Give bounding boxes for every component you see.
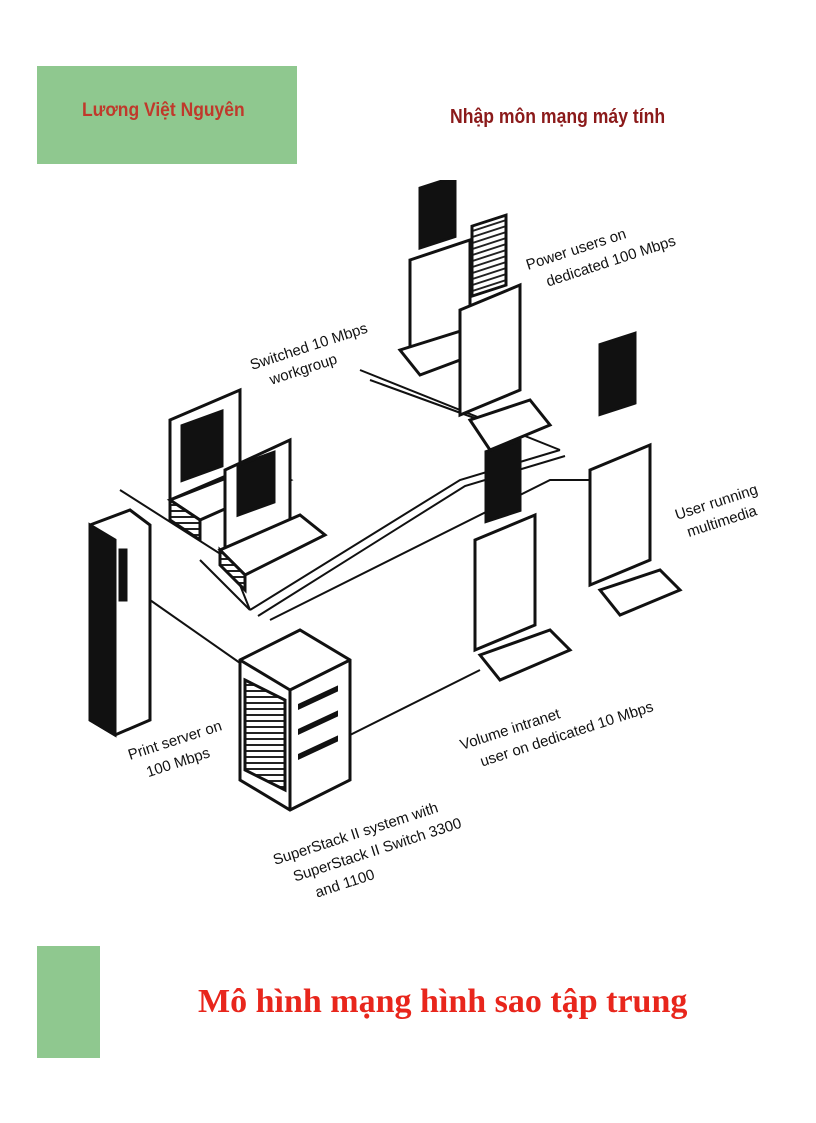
label-superstack: SuperStack II system with SuperStack II … (271, 793, 474, 911)
label-multimedia-user: User running multimedia (673, 480, 770, 543)
network-diagram-svg: Switched 10 Mbps workgroup Power users o… (88, 180, 770, 911)
label-power-users: Power users on dedicated 100 Mbps (524, 212, 678, 295)
author-name: Lương Việt Nguyên (82, 100, 245, 121)
footer-box (37, 946, 100, 1058)
course-title: Nhập môn mạng máy tính (450, 106, 666, 128)
label-print-server: Print server on 100 Mbps (126, 716, 235, 785)
power-user-pc-2 (458, 213, 553, 452)
print-server-tower (88, 508, 152, 738)
slide-title: Mô hình mạng hình sao tập trung (198, 983, 688, 1020)
header-box (37, 66, 297, 164)
workgroup-pc-2 (217, 437, 328, 594)
label-switched-workgroup: Switched 10 Mbps workgroup (248, 318, 380, 392)
network-diagram: Switched 10 Mbps workgroup Power users o… (60, 180, 780, 930)
multimedia-pc (588, 331, 683, 617)
intranet-pc (473, 438, 573, 682)
label-intranet-user: Volume intranet user on dedicated 10 Mbp… (458, 677, 655, 774)
superstack-hub (238, 628, 352, 812)
